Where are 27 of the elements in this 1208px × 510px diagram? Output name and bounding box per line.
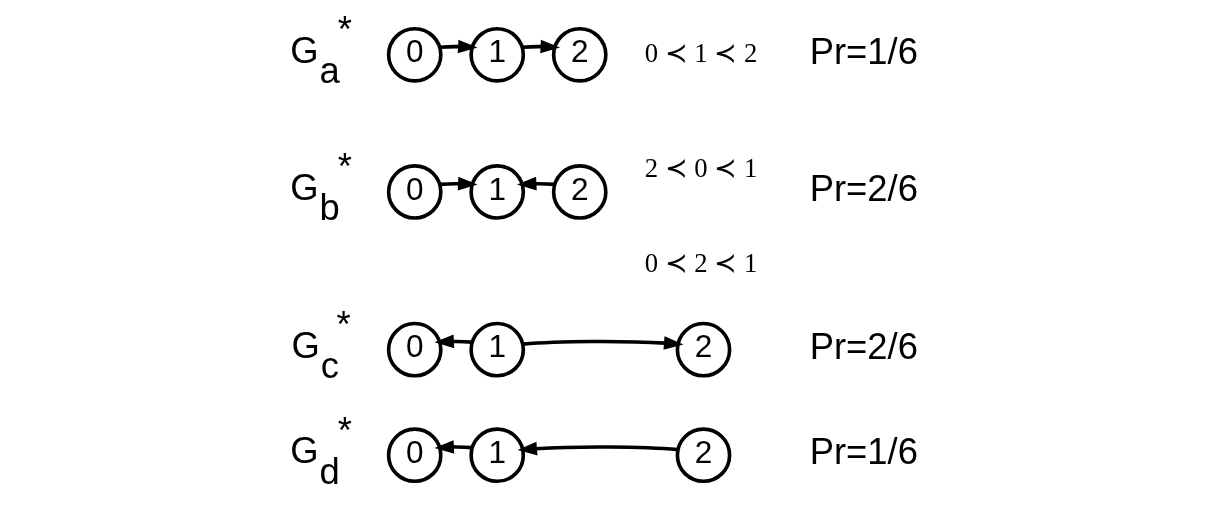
node-circle: 0 <box>386 26 443 83</box>
node-circle: 1 <box>469 321 526 378</box>
node-circle: 2 <box>675 427 732 484</box>
node-circle: 2 <box>675 321 732 378</box>
label: 0 ≺ 1 ≺ 2 <box>644 37 758 68</box>
arrow <box>439 176 478 191</box>
node-circle: 1 <box>469 164 526 220</box>
arrow <box>434 440 473 454</box>
label: 2 ≺ 0 ≺ 1 <box>644 152 758 183</box>
node-circle: 1 <box>469 26 526 83</box>
label: Pr=1/6 <box>809 30 918 72</box>
arrow <box>516 176 555 191</box>
arrow <box>517 441 679 456</box>
arrow <box>439 39 478 54</box>
arrow <box>434 334 473 349</box>
label: Pr=1/6 <box>809 431 918 473</box>
label: Pr=2/6 <box>809 325 918 367</box>
arrow <box>522 336 684 350</box>
node-circle: 2 <box>551 164 608 220</box>
node-circle: 0 <box>386 164 443 220</box>
label: 0 ≺ 2 ≺ 1 <box>644 247 758 278</box>
node-circle: 1 <box>469 427 526 484</box>
label: Pr=2/6 <box>809 168 918 210</box>
node-circle: 2 <box>551 26 608 83</box>
node-circle: 0 <box>386 427 443 484</box>
arrow <box>522 39 560 54</box>
node-circle: 0 <box>386 321 443 378</box>
